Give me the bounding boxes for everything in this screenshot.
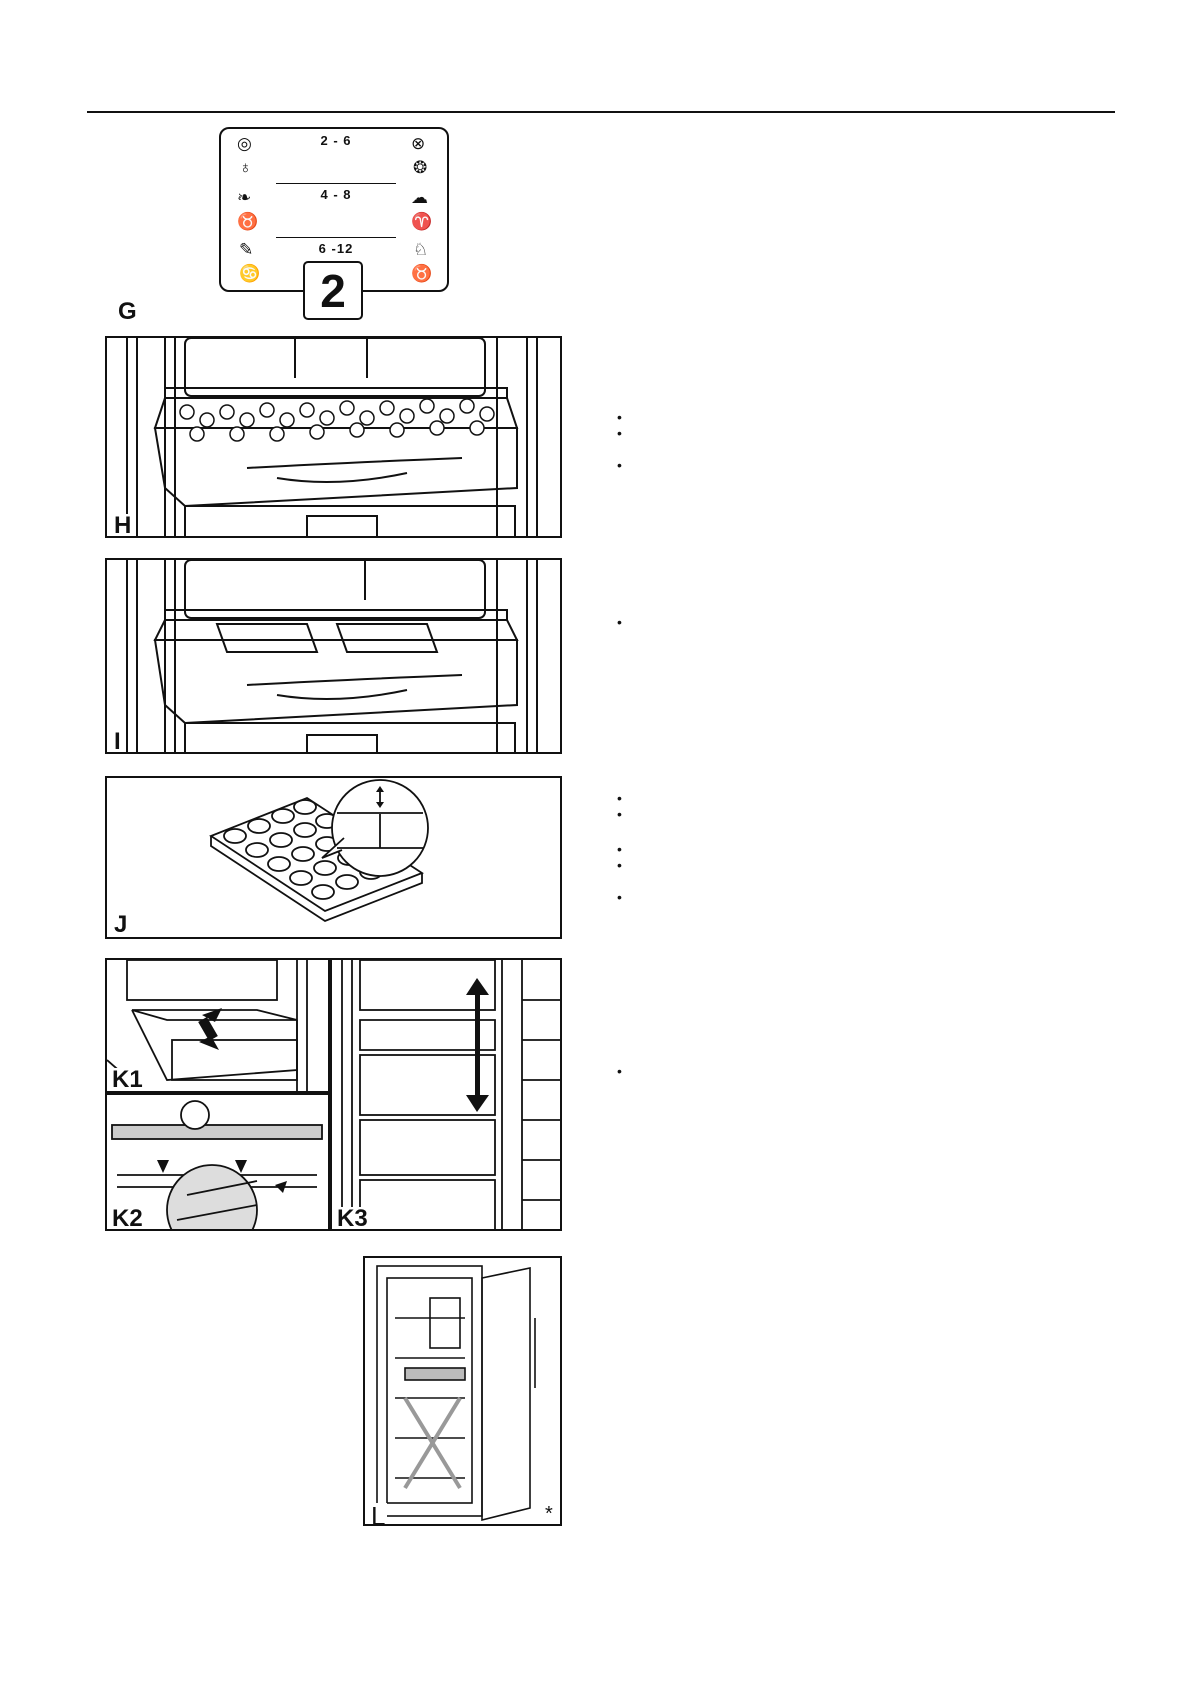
figure-label-k2: K2 [110,1205,145,1231]
bullet: • [617,889,622,905]
chicken-icon: ♘ [413,240,429,259]
bullet: • [617,425,622,441]
drawer-illustration [126,560,538,752]
figure-i-drawer-with-trays: I [105,558,562,754]
carrot-icon: ✎ [239,240,254,259]
drawer-illustration [126,338,538,536]
figure-label-j: J [112,911,130,938]
bullet: • [617,790,622,806]
ice-cream-icon: ♁ [239,158,252,177]
divider [276,183,396,184]
asterisk-mark: * [545,1503,553,1525]
bullet: • [617,1063,622,1079]
bullet: • [617,857,622,873]
bread-icon: ❂ [413,158,428,177]
figure-label-i: I [112,728,123,754]
bullet: • [617,841,622,857]
figure-label-l: L [369,1503,388,1524]
figure-label-k3: K3 [335,1205,370,1231]
range-top: 2 - 6 [320,133,352,148]
bullet: • [617,457,622,473]
divider [276,237,396,238]
bullet: • [617,614,622,630]
mushroom-icon: ☁ [411,188,428,207]
figure-k2-remove-shelf: K2 [105,1093,330,1231]
figure-label-g: G [118,298,137,325]
deer-icon: ♈ [411,212,433,231]
figure-l-open-freezer: L * [363,1256,562,1526]
setting-badge: 2 [303,261,363,320]
range-middle: 4 - 8 [320,187,352,202]
cake-icon: ◎ [237,134,252,153]
figure-k3-drawer-positions: K3 [330,958,562,1231]
figure-h-drawer-with-ice-packs: H [105,336,562,538]
figure-label-k1: K1 [110,1066,145,1093]
ice-tray-illustration [209,779,429,923]
figure-j-ice-tray: J [105,776,562,939]
sausage-icon: ⊗ [411,134,426,153]
drawer-stack-illustration [341,960,560,1229]
cherry-icon: ♋ [239,264,261,283]
range-bottom: 6 -12 [318,241,354,256]
fish-icon: ❧ [237,188,252,207]
drawer-removal-illustration [107,960,308,1091]
cow-icon: ♉ [411,264,433,283]
figure-k1-remove-drawer: K1 [105,958,330,1093]
bullet: • [617,409,622,425]
top-rule [87,111,1115,113]
shelf-removal-illustration [111,1100,323,1229]
open-freezer-illustration [376,1265,536,1522]
pig-icon: ♉ [237,212,259,231]
bullet: • [617,806,622,822]
figure-label-h: H [112,512,134,538]
